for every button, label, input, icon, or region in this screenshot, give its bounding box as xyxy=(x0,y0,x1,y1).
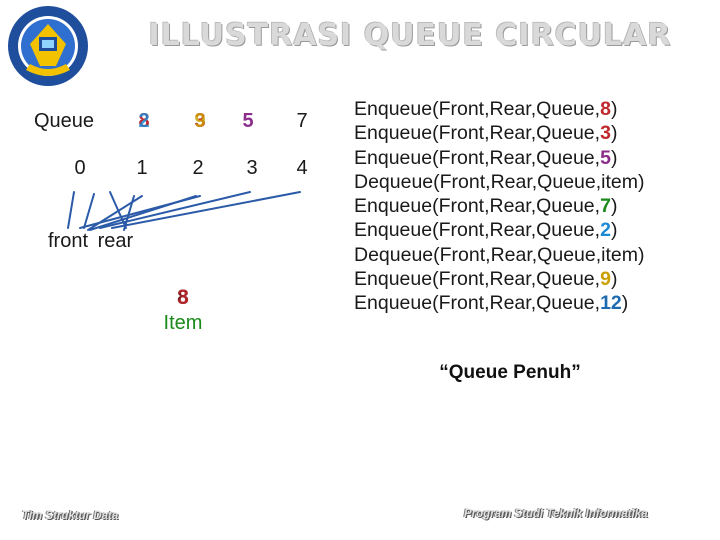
footer-right: Program Studi Teknik Informatika xyxy=(464,508,648,520)
cell-value-new: 2 xyxy=(138,110,150,132)
queue-cell-4: 7 xyxy=(296,110,308,132)
index-0: 0 xyxy=(74,157,86,179)
queue-label: Queue xyxy=(34,110,95,132)
operation-3: Enqueue(Front,Rear,Queue,5) xyxy=(354,146,618,169)
operation-5: Enqueue(Front,Rear,Queue,7) xyxy=(354,195,618,218)
item-value-old: 8 xyxy=(177,286,189,309)
page-title: ILLUSTRASI QUEUE CIRCULAR xyxy=(148,18,672,53)
operation-2: Enqueue(Front,Rear,Queue,3) xyxy=(354,122,618,145)
queue-cell-1: 8 2 xyxy=(118,104,170,138)
index-1: 1 xyxy=(136,157,148,179)
footer-left: Tim Struktur Data xyxy=(22,510,119,522)
queue-cell-3: 5 xyxy=(242,110,254,132)
front-label: front xyxy=(48,230,89,252)
cell-value-old: 8 xyxy=(138,110,150,132)
pointer-labels: front rear xyxy=(48,230,133,253)
index-4: 4 xyxy=(296,157,308,179)
rear-label: rear xyxy=(97,230,134,252)
operation-7: Dequeue(Front,Rear,Queue,item) xyxy=(354,243,645,266)
queue-cell-2: 3 9 xyxy=(174,104,226,138)
operation-9: Enqueue(Front,Rear,Queue,12) xyxy=(354,292,629,315)
index-3: 3 xyxy=(246,157,258,179)
rear-arrow-3 xyxy=(99,191,251,229)
operation-4: Dequeue(Front,Rear,Queue,item) xyxy=(354,170,645,193)
item-label: Item xyxy=(163,312,203,334)
item-value: 8 3 xyxy=(158,286,208,310)
cell-value-new: 9 xyxy=(194,110,206,132)
front-arrow-0 xyxy=(67,191,75,229)
front-arrow-1 xyxy=(83,193,95,229)
operation-6: Enqueue(Front,Rear,Queue,2) xyxy=(354,219,618,242)
unikom-logo xyxy=(8,6,88,86)
index-2: 2 xyxy=(192,157,204,179)
rear-arrow-4 xyxy=(111,191,301,229)
operation-8: Enqueue(Front,Rear,Queue,9) xyxy=(354,268,618,291)
operation-1: Enqueue(Front,Rear,Queue,8) xyxy=(354,98,618,120)
pointer-arrows xyxy=(67,191,301,231)
item-value-new: 3 xyxy=(177,286,189,309)
queue-full-status: “Queue Penuh” xyxy=(439,362,581,383)
operations-list: Enqueue(Front,Rear,Queue,8) Enqueue(Fron… xyxy=(354,97,720,316)
item-box: 8 3 Item xyxy=(158,286,208,335)
cell-value-old: 3 xyxy=(194,110,206,132)
front-arrow-1b xyxy=(87,195,143,231)
